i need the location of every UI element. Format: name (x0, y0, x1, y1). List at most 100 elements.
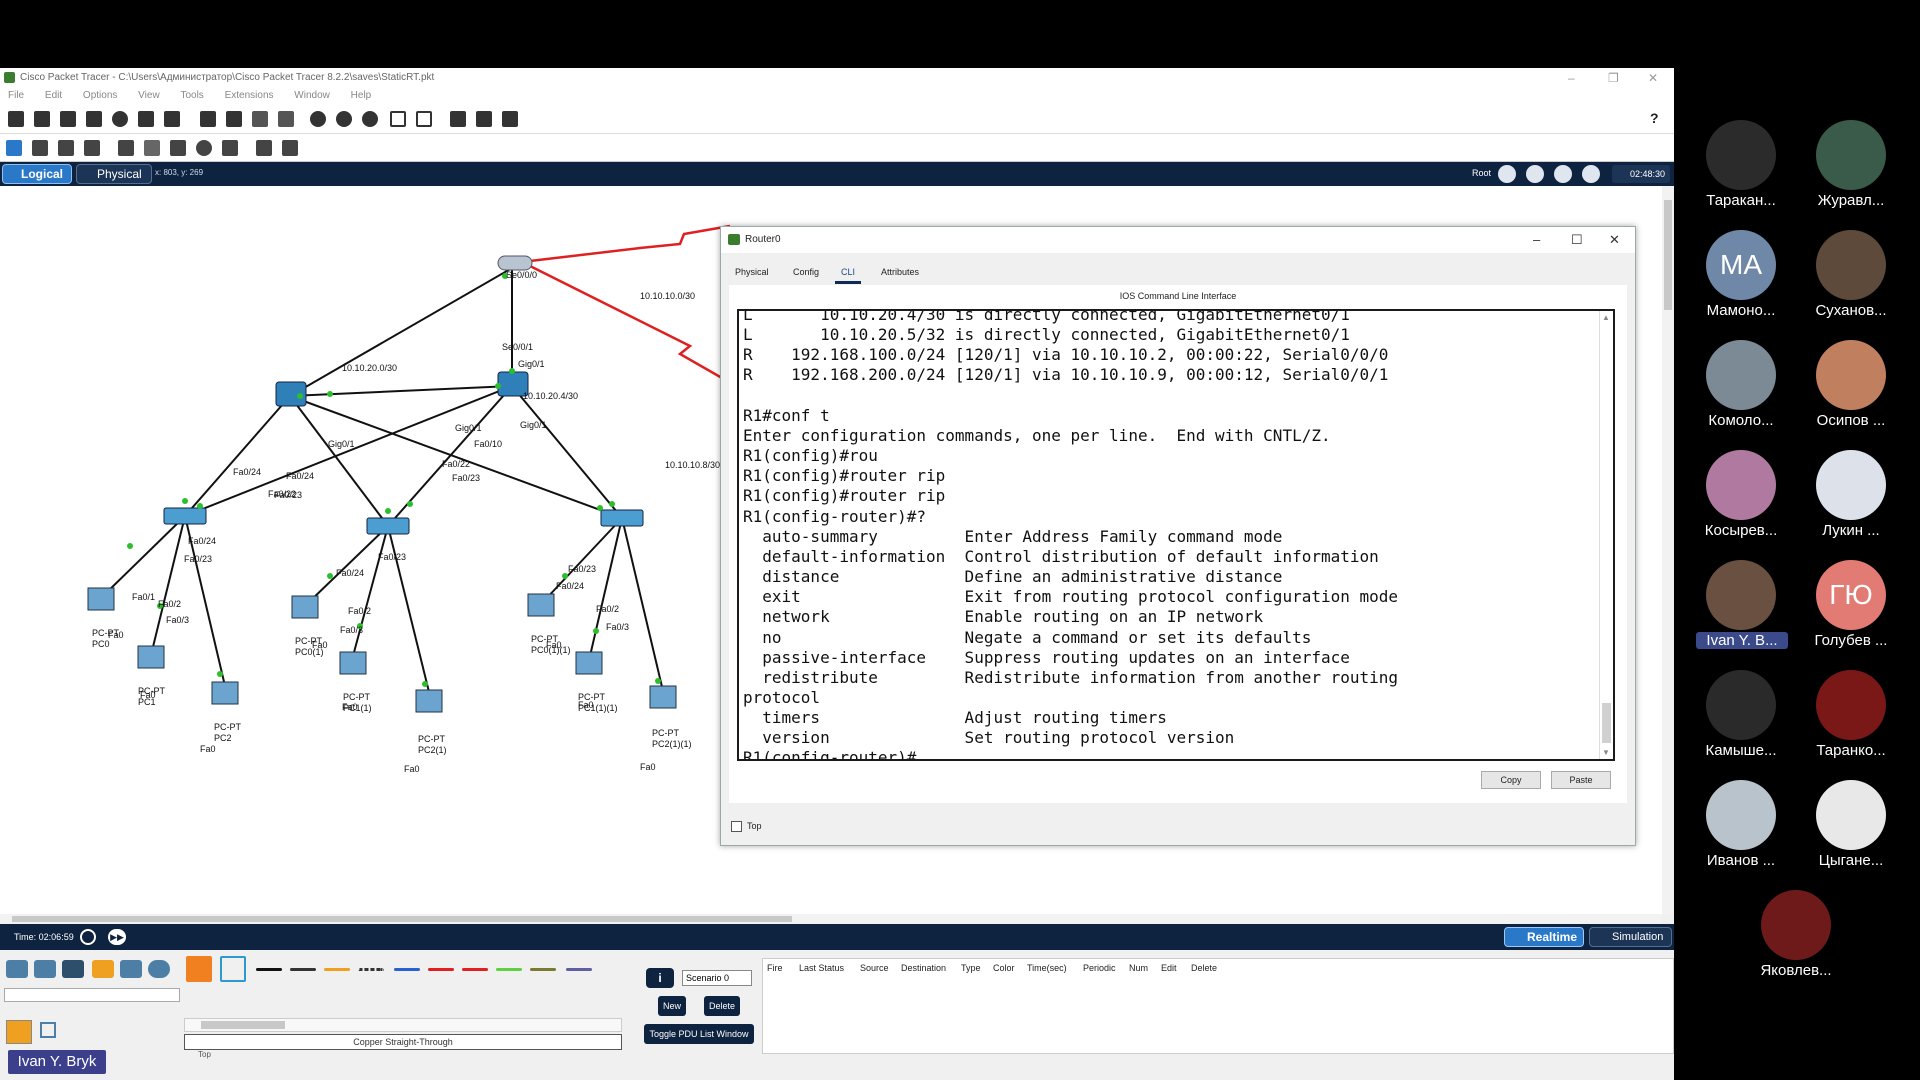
automatic-cable-icon[interactable] (186, 956, 212, 982)
physical-tab[interactable]: Physical (76, 164, 152, 184)
move-icon[interactable] (1554, 165, 1572, 183)
top-checkbox[interactable]: Top (731, 821, 762, 833)
pdu-col-periodic[interactable]: Periodic (1083, 963, 1116, 973)
menu-edit[interactable]: Edit (44, 90, 63, 101)
drawing-palette-icon[interactable] (390, 111, 406, 127)
help-icon[interactable]: ? (1650, 110, 1659, 126)
misc-icon[interactable] (120, 960, 142, 978)
multiuser-icon[interactable] (148, 960, 170, 978)
cable-palette-scrollbar[interactable] (184, 1018, 622, 1032)
participant-tile[interactable]: Цыгане... (1796, 780, 1906, 890)
auto-connection-icon[interactable] (6, 1020, 32, 1044)
participant-tile[interactable]: Таранко... (1796, 670, 1906, 780)
cli-scrollbar[interactable]: ▲ ▼ (1599, 311, 1613, 759)
scenario-info-icon[interactable]: i (646, 968, 674, 988)
participant-tile[interactable]: Иванов ... (1686, 780, 1796, 890)
close-icon[interactable]: ✕ (1609, 232, 1620, 247)
network-devices-icon[interactable] (6, 960, 28, 978)
pdu-col-edit[interactable]: Edit (1161, 963, 1177, 973)
participant-tile[interactable]: Суханов... (1796, 230, 1906, 340)
canvas-horizontal-scrollbar[interactable] (0, 914, 1662, 924)
participant-tile[interactable]: Комоло... (1686, 340, 1796, 450)
components-icon[interactable] (62, 960, 84, 978)
zoom-reset-icon[interactable] (336, 111, 352, 127)
cluster-icon[interactable] (1526, 165, 1544, 183)
maximize-icon[interactable]: ☐ (1571, 232, 1583, 247)
console-cable-icon[interactable] (220, 956, 246, 982)
menu-extensions[interactable]: Extensions (224, 90, 274, 101)
activity-wizard-icon[interactable] (164, 111, 180, 127)
freeform-icon[interactable] (222, 140, 238, 156)
undo-icon[interactable] (252, 111, 268, 127)
cli-output[interactable]: L 10.10.20.4/30 is directly connected, G… (743, 311, 1593, 759)
scenario-select[interactable]: Scenario 0 (682, 970, 752, 986)
pdu-col-destination[interactable]: Destination (901, 963, 947, 973)
copy-icon[interactable] (200, 111, 216, 127)
resize-shape-icon[interactable] (84, 140, 100, 156)
delete-tool-icon[interactable] (58, 140, 74, 156)
straight-through-cable-icon[interactable] (256, 968, 282, 971)
grid-icon[interactable] (40, 1022, 56, 1038)
complex-pdu-icon[interactable] (282, 140, 298, 156)
device-filter-input[interactable] (4, 988, 180, 1002)
end-devices-icon[interactable] (34, 960, 56, 978)
fiber-cable-icon[interactable] (324, 968, 350, 971)
place-note-icon[interactable] (118, 140, 134, 156)
phone-cable-icon[interactable] (358, 968, 384, 971)
connections-icon[interactable] (92, 960, 114, 978)
redo-icon[interactable] (278, 111, 294, 127)
save-icon[interactable] (60, 111, 76, 127)
open-folder-icon[interactable] (34, 111, 50, 127)
copy-button[interactable]: Copy (1481, 771, 1541, 789)
select-tool-icon[interactable] (6, 140, 22, 156)
pdu-col-color[interactable]: Color (993, 963, 1015, 973)
environment-icon[interactable] (1582, 165, 1600, 183)
info-icon[interactable] (112, 111, 128, 127)
scroll-up-icon[interactable]: ▲ (1602, 313, 1610, 322)
back-icon[interactable] (1498, 165, 1516, 183)
minimize-icon[interactable]: – (1568, 71, 1575, 85)
crossover-cable-icon[interactable] (290, 968, 316, 971)
participant-tile[interactable]: Журавл... (1796, 120, 1906, 230)
delete-scenario-button[interactable]: Delete (704, 996, 740, 1016)
realtime-mode-button[interactable]: Realtime (1504, 927, 1584, 947)
menu-options[interactable]: Options (82, 90, 118, 101)
pdu-col-last-status[interactable]: Last Status (799, 963, 845, 973)
power-cycle-icon[interactable] (80, 929, 96, 945)
view-icon[interactable] (502, 111, 518, 127)
toggle-pdu-list-button[interactable]: Toggle PDU List Window (644, 1024, 754, 1044)
pdu-list-icon[interactable] (450, 111, 466, 127)
tab-cli[interactable]: CLI (835, 263, 862, 284)
print-icon[interactable] (86, 111, 102, 127)
octal-cable-icon[interactable] (496, 968, 522, 971)
participant-tile[interactable]: Косырев... (1686, 450, 1796, 560)
inspect-tool-icon[interactable] (32, 140, 48, 156)
pdu-col-type[interactable]: Type (961, 963, 981, 973)
restore-icon[interactable]: ❐ (1608, 71, 1619, 85)
tab-attributes[interactable]: Attributes (881, 267, 920, 277)
menu-help[interactable]: Help (350, 90, 372, 101)
minimize-icon[interactable]: – (1533, 232, 1541, 247)
network-wizard-icon[interactable] (138, 111, 154, 127)
coaxial-cable-icon[interactable] (394, 968, 420, 971)
paste-icon[interactable] (226, 111, 242, 127)
menu-view[interactable]: View (138, 90, 160, 101)
canvas-vertical-scrollbar[interactable] (1662, 186, 1674, 914)
topology-diagram[interactable]: 10.10.10.0/3010.10.20.0/3010.10.20.4/301… (0, 186, 1662, 914)
participant-tile[interactable]: Яковлев... (1741, 890, 1851, 1000)
pdu-col-num[interactable]: Num (1129, 963, 1149, 973)
zoom-out-icon[interactable] (362, 111, 378, 127)
participant-tile[interactable]: Ivan Y. B... (1686, 560, 1796, 670)
simple-pdu-icon[interactable] (256, 140, 272, 156)
pdu-col-time[interactable]: Time(sec) (1027, 963, 1067, 973)
paste-button[interactable]: Paste (1551, 771, 1611, 789)
draw-rectangle-icon[interactable] (170, 140, 186, 156)
checkbox-box[interactable] (731, 821, 742, 833)
pdu-col-delete[interactable]: Delete (1191, 963, 1218, 973)
new-scenario-button[interactable]: New (658, 996, 686, 1016)
tab-physical[interactable]: Physical (735, 267, 769, 277)
draw-ellipse-icon[interactable] (196, 140, 212, 156)
cli-terminal[interactable]: L 10.10.20.4/30 is directly connected, G… (737, 309, 1615, 761)
